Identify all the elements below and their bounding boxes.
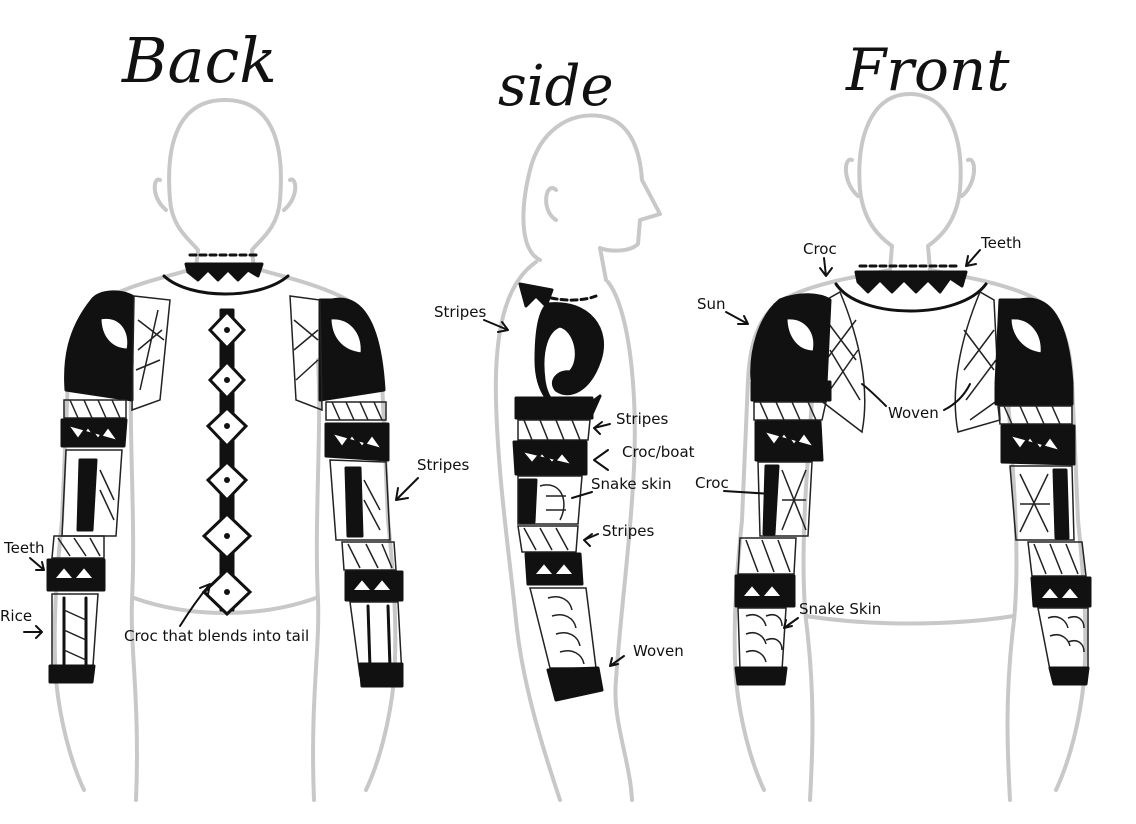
- back-rice-label: Rice: [0, 607, 32, 625]
- side-stripes-mid-arrow: [593, 421, 611, 435]
- side-body-outline: [493, 113, 662, 802]
- back-teeth-label: Teeth: [3, 539, 44, 557]
- front-teeth-label: Teeth: [980, 234, 1021, 252]
- front-chest-tattoo: [819, 264, 1001, 434]
- side-stripes-mid-label: Stripes: [616, 410, 668, 428]
- front-view-title: Front: [845, 36, 1010, 104]
- front-croc-arm-arrow: [723, 490, 773, 495]
- back-teeth-arrow: [29, 557, 45, 571]
- side-stripes-top-arrow: [483, 319, 509, 333]
- front-woven-label: Woven: [888, 404, 939, 422]
- side-croc-boat-arrow: [593, 449, 609, 471]
- back-croc-tail-arrow: [179, 583, 211, 627]
- front-woven-arrow-right: [943, 383, 971, 411]
- front-snake-skin-arrow: [783, 617, 799, 629]
- side-snake-skin-label: Snake skin: [591, 475, 672, 493]
- front-sun-label: Sun: [697, 295, 726, 313]
- back-spine-croc-tattoo: [201, 308, 253, 617]
- back-rice-arrow: [23, 625, 43, 639]
- front-sun-arrow: [725, 311, 749, 325]
- front-teeth-arrow: [965, 249, 981, 267]
- side-arm-tattoo: [512, 282, 605, 702]
- back-stripes-label: Stripes: [417, 456, 469, 474]
- side-stripes-low-arrow: [583, 533, 599, 547]
- back-left-arm-tattoo: [46, 290, 171, 684]
- side-view-title: side: [498, 54, 614, 119]
- front-right-arm-tattoo: [994, 297, 1092, 686]
- side-croc-boat-label: Croc/boat: [622, 443, 695, 461]
- back-stripes-arrow: [395, 477, 419, 501]
- front-woven-arrow-left: [861, 383, 887, 407]
- side-snake-skin-arrow: [571, 491, 593, 499]
- front-croc-top-label: Croc: [803, 240, 837, 258]
- side-stripes-low-label: Stripes: [602, 522, 654, 540]
- back-croc-tail-label: Croc that blends into tail: [124, 627, 309, 645]
- front-croc-arm-label: Croc: [695, 474, 729, 492]
- front-snake-skin-label: Snake Skin: [799, 600, 881, 618]
- side-woven-arrow: [609, 655, 625, 667]
- back-right-arm-tattoo: [289, 295, 404, 688]
- side-woven-label: Woven: [633, 642, 684, 660]
- back-collar-tattoo: [162, 253, 290, 296]
- side-stripes-top-label: Stripes: [434, 303, 486, 321]
- back-view-title: Back: [121, 24, 277, 97]
- front-croc-top-arrow: [819, 257, 833, 277]
- front-left-arm-tattoo: [734, 293, 832, 686]
